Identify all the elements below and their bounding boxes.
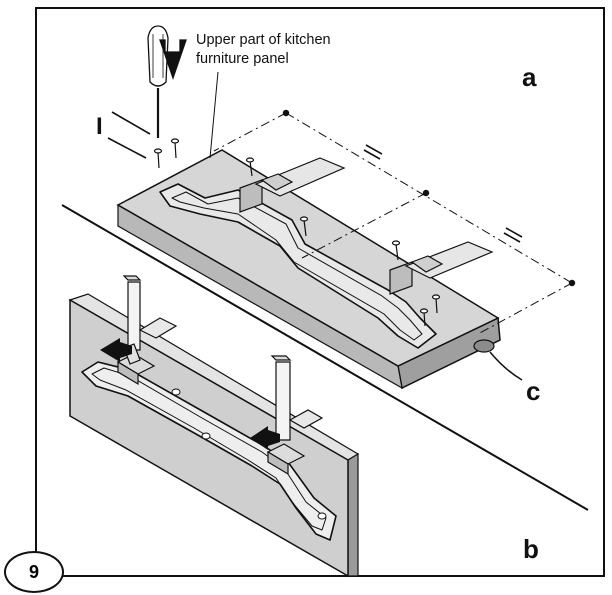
screwdriver-icon bbox=[147, 25, 187, 138]
dimension-dot bbox=[422, 189, 430, 197]
panel-a bbox=[107, 25, 576, 390]
label-b: b bbox=[523, 534, 539, 564]
dimension-dot bbox=[282, 109, 290, 117]
bracket-a bbox=[159, 183, 437, 349]
label-c: c bbox=[526, 376, 540, 406]
label-a: a bbox=[522, 62, 537, 92]
arrow-left-icon bbox=[100, 338, 132, 362]
separator-line bbox=[61, 204, 589, 511]
bracket-b bbox=[81, 361, 337, 541]
clip-a-right bbox=[389, 241, 494, 295]
label-left-mark: I bbox=[96, 113, 103, 140]
arrow-right-icon bbox=[250, 426, 280, 450]
dimension-dot bbox=[568, 279, 576, 287]
dimension-lines bbox=[213, 112, 573, 335]
c-leader bbox=[489, 351, 523, 381]
lever-b-left bbox=[116, 275, 178, 386]
frame bbox=[35, 7, 605, 577]
lever-b-right bbox=[266, 355, 324, 476]
clip-a-left bbox=[239, 157, 346, 213]
equal-marks bbox=[363, 144, 523, 243]
caption-line-2: furniture panel bbox=[196, 51, 289, 67]
step-number-badge: 9 bbox=[4, 551, 64, 593]
hole-c bbox=[473, 339, 495, 353]
caption-leader bbox=[209, 71, 219, 159]
marker-lines bbox=[107, 111, 151, 159]
caption-line-1: Upper part of kitchen bbox=[196, 32, 331, 48]
panel-b bbox=[68, 275, 360, 578]
screws bbox=[153, 138, 441, 327]
